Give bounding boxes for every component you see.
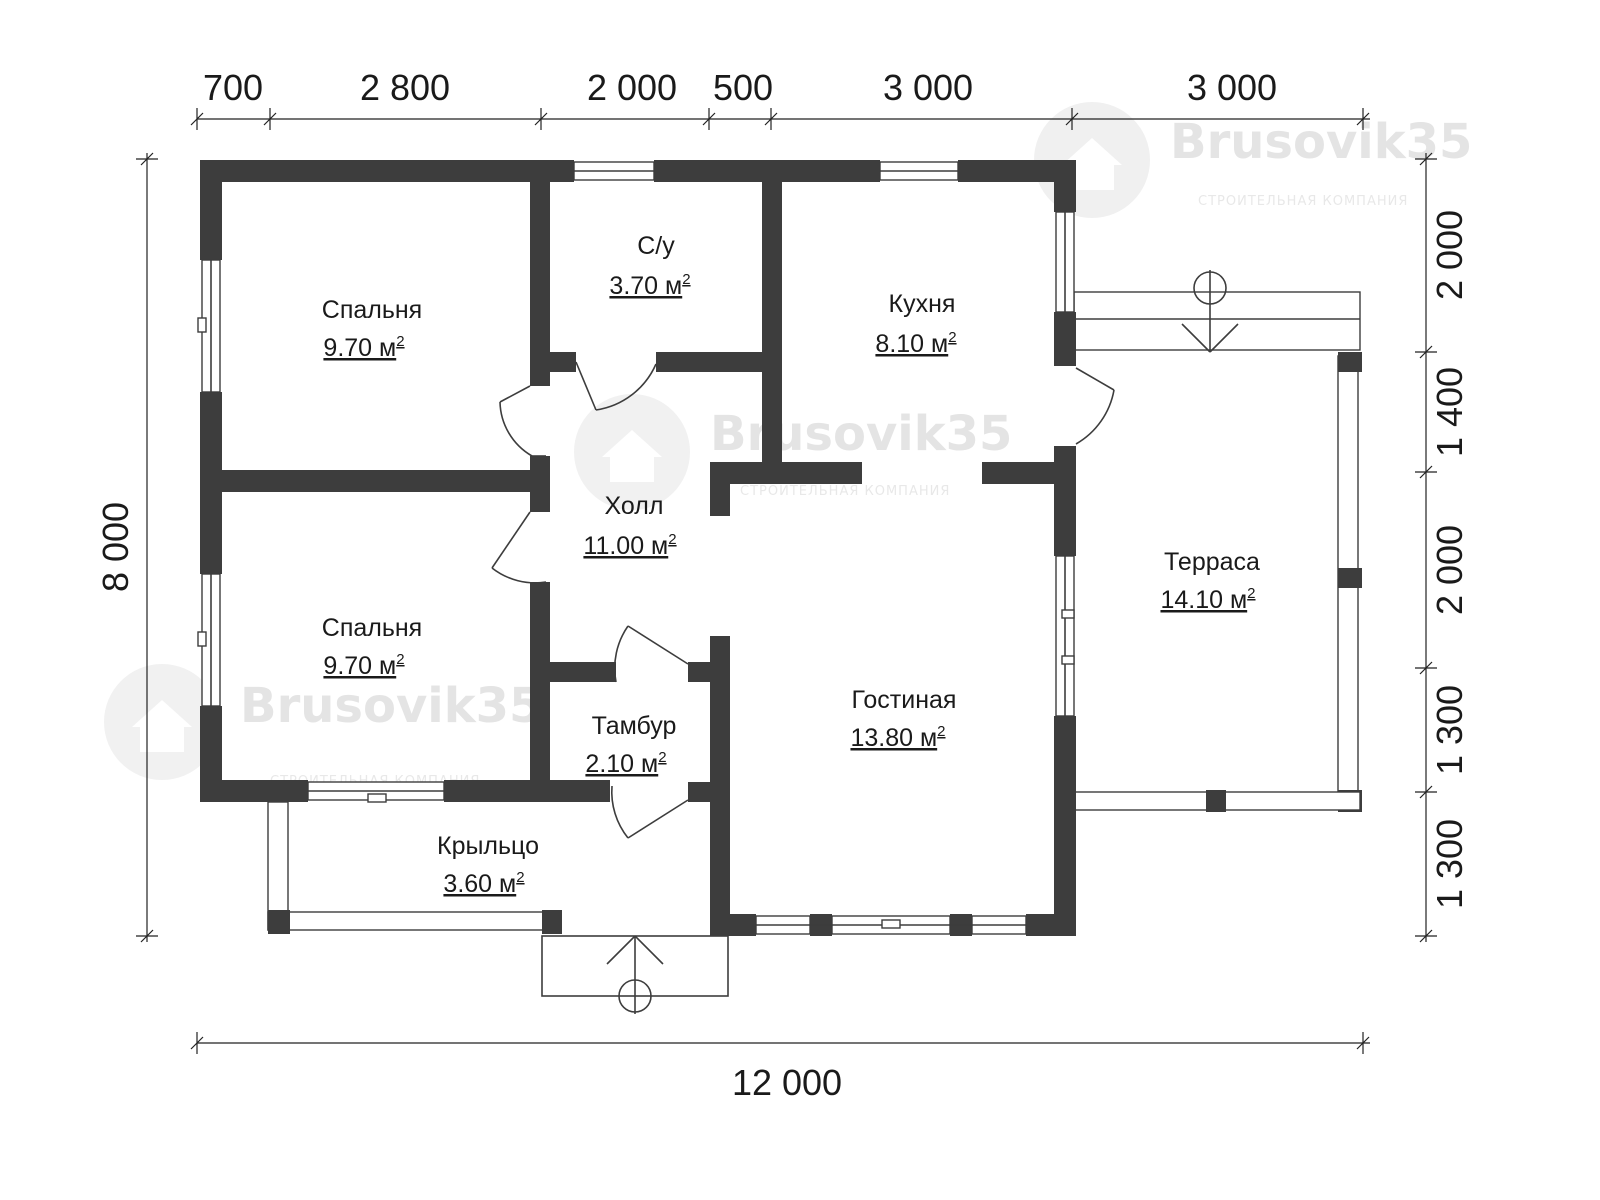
dim-right-3: 2 000 — [1429, 525, 1470, 615]
room-area: 9.70 м — [323, 334, 396, 362]
svg-text:3.60 м2: 3.60 м2 — [443, 869, 524, 898]
entry-marker-porch — [606, 935, 664, 1014]
room-name: С/у — [637, 232, 675, 260]
window-bedroom2-bottom — [307, 781, 445, 803]
window-bathroom — [573, 161, 655, 181]
window-kitchen — [879, 161, 959, 181]
room-bedroom1: Спальня 9.70 м2 — [322, 296, 422, 362]
room-name: Спальня — [322, 296, 422, 324]
svg-text:11.00 м2: 11.00 м2 — [583, 531, 676, 560]
room-area-unit-exp: 2 — [682, 271, 690, 288]
room-hall: Холл 11.00 м2 — [583, 492, 676, 560]
dim-top-2: 2 800 — [360, 67, 450, 108]
room-area-unit-exp: 2 — [668, 531, 676, 548]
dimension-ticks-top — [190, 108, 1370, 130]
dimension-labels-top: 700 2 800 2 000 500 3 000 3 000 — [203, 67, 1277, 108]
room-area: 2.10 м — [585, 750, 658, 778]
dim-top-3: 2 000 — [587, 67, 677, 108]
room-name: Спальня — [322, 614, 422, 642]
room-area: 13.80 м — [850, 724, 937, 752]
room-area-unit-exp: 2 — [658, 749, 666, 766]
room-living: Гостиная 13.80 м2 — [850, 686, 956, 752]
svg-text:2.10 м2: 2.10 м2 — [585, 749, 666, 778]
room-area-unit-exp: 2 — [948, 329, 956, 346]
window-living-right — [1055, 555, 1075, 717]
room-porch: Крыльцо 3.60 м2 — [437, 832, 539, 898]
watermark-center: Brusovik35 СТРОИТЕЛЬНАЯ КОМПАНИЯ — [574, 394, 1012, 510]
dim-right-1: 2 000 — [1429, 210, 1470, 300]
dim-right-2: 1 400 — [1429, 367, 1470, 457]
room-terrace: Терраса 14.10 м2 — [1160, 548, 1260, 614]
door-bathroom — [575, 361, 657, 411]
dim-right-4: 1 300 — [1429, 685, 1470, 775]
window-kitchen-right — [1055, 211, 1075, 313]
window-bedroom2 — [197, 573, 221, 707]
dimension-ticks-right — [1415, 152, 1437, 943]
dim-top-6: 3 000 — [1187, 67, 1277, 108]
dim-bottom-total: 12 000 — [732, 1062, 842, 1103]
window-bedroom1 — [197, 259, 221, 393]
dimension-labels-right: 2 000 1 400 2 000 1 300 1 300 — [1429, 210, 1470, 909]
room-bedroom2: Спальня 9.70 м2 — [322, 614, 422, 680]
room-area: 14.10 м — [1160, 586, 1247, 614]
room-area-unit-exp: 2 — [1247, 585, 1255, 602]
room-area-unit-exp: 2 — [516, 869, 524, 886]
room-area-unit-exp: 2 — [937, 723, 945, 740]
watermark-brand: Brusovik35 — [1170, 114, 1472, 170]
room-name: Кухня — [889, 290, 956, 318]
door-kitchen — [1075, 367, 1115, 445]
svg-text:3.70 м2: 3.70 м2 — [609, 271, 690, 300]
door-vestibule-outer — [610, 785, 689, 839]
room-area: 11.00 м — [583, 532, 668, 560]
room-name: Тамбур — [592, 712, 677, 740]
watermark-bottom-left: Brusovik35 СТРОИТЕЛЬНАЯ КОМПАНИЯ — [104, 664, 542, 789]
svg-text:14.10 м2: 14.10 м2 — [1160, 585, 1255, 614]
dim-top-5: 3 000 — [883, 67, 973, 108]
room-name: Терраса — [1164, 548, 1260, 576]
exterior-walls — [200, 160, 1076, 936]
door-vestibule-inner — [613, 625, 689, 683]
dim-top-1: 700 — [203, 67, 263, 108]
door-bedroom2 — [491, 511, 547, 584]
window-living-bottom — [755, 915, 1027, 935]
room-kitchen: Кухня 8.10 м2 — [875, 290, 956, 358]
doors — [491, 361, 1115, 839]
dimension-lines — [136, 108, 1437, 1054]
watermark-tagline: СТРОИТЕЛЬНАЯ КОМПАНИЯ — [740, 484, 950, 499]
room-name: Крыльцо — [437, 832, 539, 860]
windows — [197, 161, 1075, 935]
dim-top-4: 500 — [713, 67, 773, 108]
svg-text:13.80 м2: 13.80 м2 — [850, 723, 945, 752]
room-area: 3.60 м — [443, 870, 516, 898]
room-area: 3.70 м — [609, 272, 682, 300]
door-bedroom1 — [499, 385, 546, 457]
watermark-brand: Brusovik35 — [710, 406, 1012, 462]
room-area-unit-exp: 2 — [396, 651, 404, 668]
svg-text:9.70 м2: 9.70 м2 — [323, 333, 404, 362]
room-bathroom: С/у 3.70 м2 — [609, 232, 690, 300]
watermark-tagline: СТРОИТЕЛЬНАЯ КОМПАНИЯ — [1198, 194, 1408, 209]
svg-text:8.10 м2: 8.10 м2 — [875, 329, 956, 358]
room-name: Гостиная — [852, 686, 957, 714]
entry-marker-terrace — [1181, 270, 1239, 353]
room-name: Холл — [605, 492, 664, 520]
room-area: 8.10 м — [875, 330, 948, 358]
dim-left-total: 8 000 — [95, 502, 136, 592]
dim-right-5: 1 300 — [1429, 819, 1470, 909]
watermark-brand: Brusovik35 — [240, 678, 542, 734]
room-area-unit-exp: 2 — [396, 333, 404, 350]
svg-text:9.70 м2: 9.70 м2 — [323, 651, 404, 680]
interior-walls — [220, 180, 1076, 782]
room-area: 9.70 м — [323, 652, 396, 680]
room-vestibule: Тамбур 2.10 м2 — [585, 712, 676, 778]
